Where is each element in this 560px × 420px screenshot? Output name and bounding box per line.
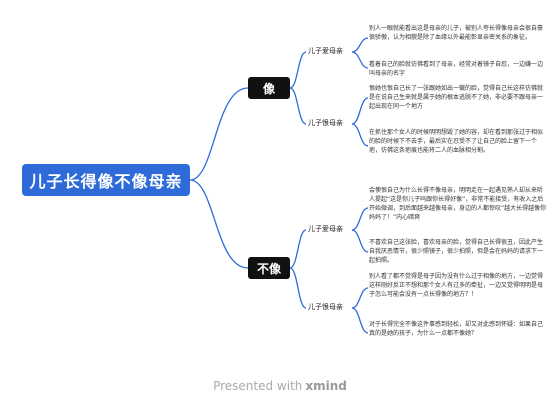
link-note-4-1	[351, 287, 369, 309]
link-note-4-2	[351, 307, 369, 334]
link-like-hate	[289, 87, 307, 125]
note-like-love-1[interactable]: 别人一眼就能看出这是母亲的儿子，被别人夸长得像母亲会很自豪很骄傲，认为相貌是除了…	[369, 25, 544, 41]
link-note-2-2	[351, 123, 369, 147]
root-topic[interactable]: 儿子长得像不像母亲	[22, 164, 190, 196]
subtopic-like-love[interactable]: 儿子爱母亲	[308, 47, 343, 55]
subtopic-unlike-hate[interactable]: 儿子恨母亲	[308, 303, 343, 311]
note-unlike-hate-1[interactable]: 别人看了都不觉得是母子因为没有什么过于相像的地方，一边觉得这样刚好反正不想和那个…	[369, 273, 544, 298]
link-root-unlike	[189, 179, 249, 269]
link-note-1-1	[351, 37, 369, 53]
link-like-love	[289, 51, 307, 89]
link-note-3-2	[351, 229, 369, 253]
link-note-1-2	[351, 51, 369, 69]
note-unlike-love-1[interactable]: 会懊恨自己为什么长得不像母亲，明明走在一起遇见熟人却从来听人提起“这是你儿子吗跟…	[369, 187, 547, 221]
link-unlike-hate	[289, 267, 307, 309]
branch-like[interactable]: 像	[248, 77, 290, 99]
note-unlike-love-2[interactable]: 不喜欢自己这张脸，喜欢母亲的脸，觉得自己长得很丑，因此产生自我厌恶情节，很少照镜…	[369, 239, 544, 264]
subtopic-unlike-love[interactable]: 儿子爱母亲	[308, 225, 343, 233]
note-like-hate-1[interactable]: 恨她也恨自己长了一张跟她如出一辙的脸，觉得自己长这样仿佛就是在说自己生来就是属于…	[369, 85, 544, 110]
subtopic-like-hate[interactable]: 儿子恨母亲	[308, 119, 343, 127]
note-like-hate-2[interactable]: 在抓住那个女人的时候明明想毁了她的容，却在看到那张过于相似的脸的时候下不去手，最…	[369, 129, 544, 154]
link-root-like	[189, 87, 249, 181]
link-note-3-1	[351, 207, 369, 231]
note-unlike-hate-2[interactable]: 对于长得完全不像这件事感到轻松，却又对此感到怀疑：如果自己真的是她的孩子，为什么…	[369, 321, 544, 337]
note-like-love-2[interactable]: 看着自己的脸就仿佛看到了母亲，经常对着镜子自怼，一边嫌一边叫母亲的名字	[369, 61, 544, 77]
branch-unlike[interactable]: 不像	[248, 257, 290, 279]
xmind-logo-text: xmind	[305, 379, 347, 393]
footer-prefix: Presented with	[213, 379, 303, 393]
link-note-2-1	[351, 97, 369, 125]
link-unlike-love	[289, 229, 307, 269]
